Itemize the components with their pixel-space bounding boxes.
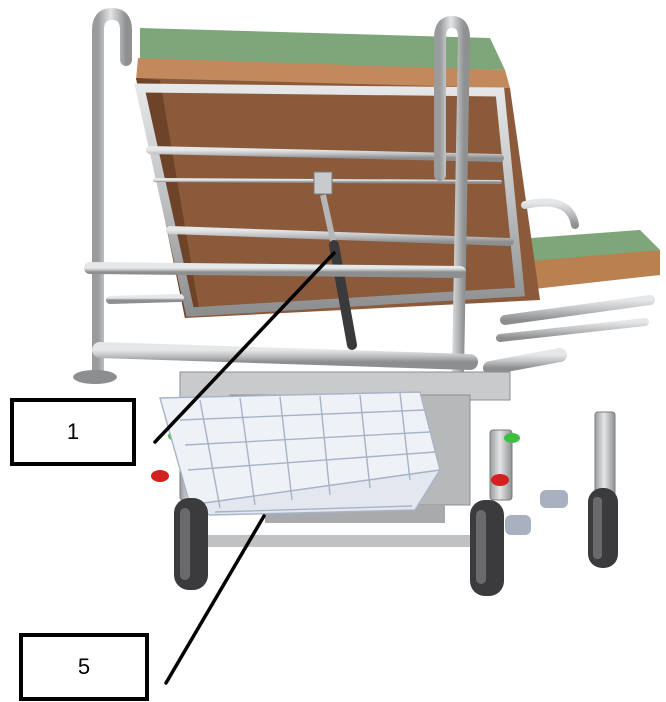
callout-box-1: 1	[10, 398, 136, 466]
wheels	[174, 488, 618, 596]
callout-leader-lines	[153, 251, 336, 685]
frame-rails	[84, 198, 655, 375]
callout-label-1: 1	[66, 419, 80, 444]
leader-line-1	[153, 251, 336, 444]
push-handles	[92, 7, 471, 378]
gas-spring	[313, 171, 357, 350]
leader-line-5	[164, 514, 266, 685]
callout-box-5: 5	[19, 633, 149, 701]
wire-basket	[159, 391, 442, 516]
callout-label-5: 5	[77, 654, 91, 679]
